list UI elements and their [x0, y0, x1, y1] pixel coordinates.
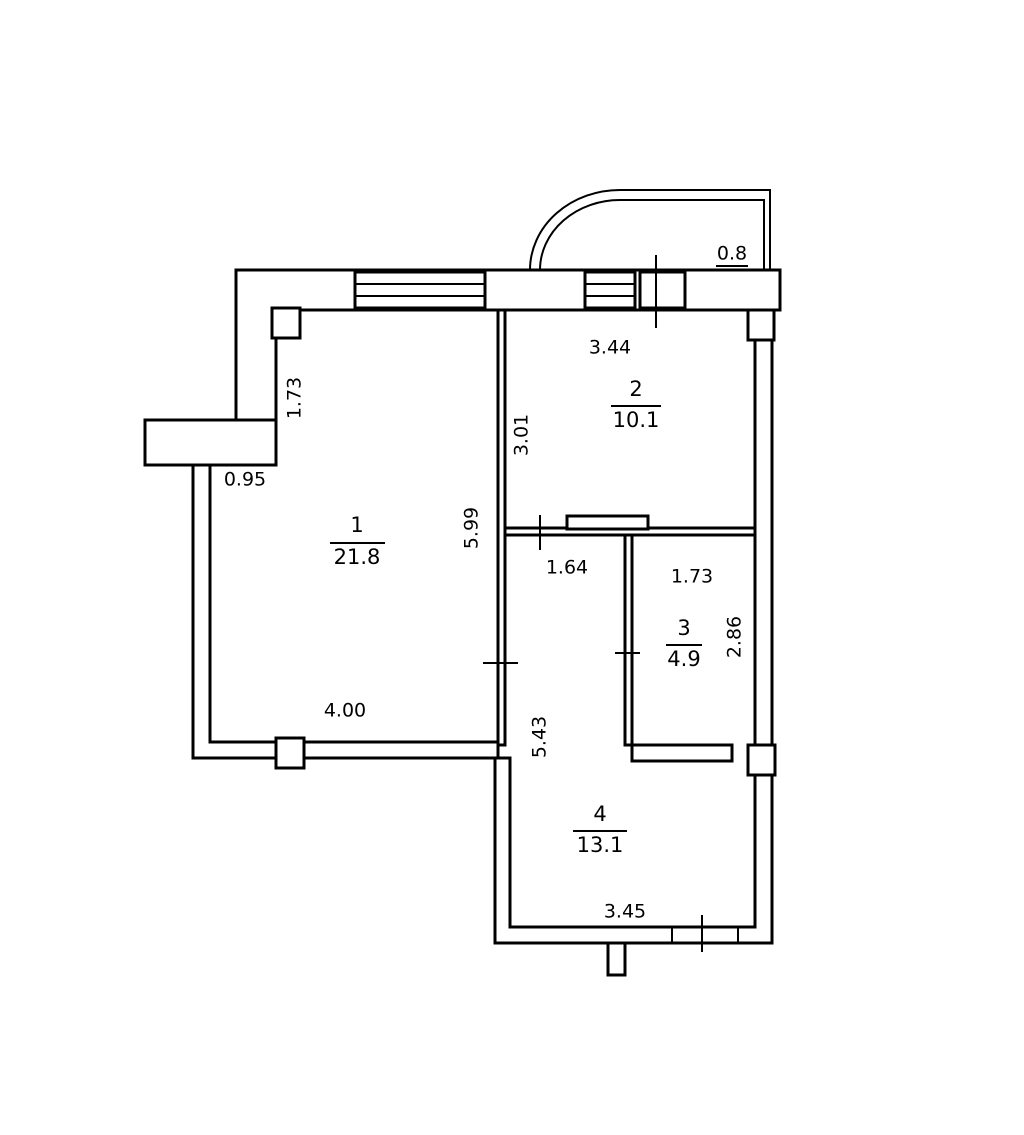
dim-room4-width: 3.45	[604, 901, 646, 923]
top-wall	[234, 255, 782, 422]
wall-block	[565, 514, 650, 531]
room-label-2: 2 10.1	[611, 377, 661, 432]
dim-balcony-depth: 0.8	[717, 243, 747, 265]
dim-room4-depth: 5.43	[529, 716, 551, 758]
room-label-4: 4 13.1	[573, 802, 627, 857]
dim-room3-width: 1.73	[671, 566, 713, 588]
room-area: 10.1	[613, 408, 660, 432]
balcony-door	[638, 270, 687, 310]
room-area: 13.1	[577, 833, 624, 857]
dim-corridor-width: 1.64	[546, 557, 588, 579]
room-area: 21.8	[334, 545, 381, 569]
column	[270, 306, 302, 340]
column	[746, 743, 777, 777]
balcony	[529, 189, 771, 271]
wall-stub	[606, 941, 627, 977]
room-label-1: 1 21.8	[330, 513, 385, 569]
room-number: 2	[629, 377, 642, 401]
window	[353, 270, 487, 310]
partition-wall	[630, 743, 734, 763]
room-number: 3	[677, 616, 690, 640]
dim-room1-depth: 5.99	[461, 507, 483, 549]
right-wall	[753, 308, 774, 772]
column	[274, 736, 306, 770]
dim-room2-depth: 3.01	[511, 414, 533, 456]
dim-room3-depth: 2.86	[724, 616, 746, 658]
partition-wall	[623, 533, 634, 747]
room-number: 1	[350, 513, 363, 537]
dim-room2-width: 3.44	[589, 337, 631, 359]
dim-niche-width: 0.95	[224, 469, 266, 491]
left-niche-wall	[143, 418, 278, 467]
window	[583, 270, 637, 310]
room-label-3: 3 4.9	[666, 616, 702, 671]
column	[746, 308, 776, 342]
dim-niche-depth: 1.73	[284, 377, 306, 419]
room-area: 4.9	[667, 647, 700, 671]
room-number: 4	[593, 802, 606, 826]
dim-room1-width: 4.00	[324, 700, 366, 722]
